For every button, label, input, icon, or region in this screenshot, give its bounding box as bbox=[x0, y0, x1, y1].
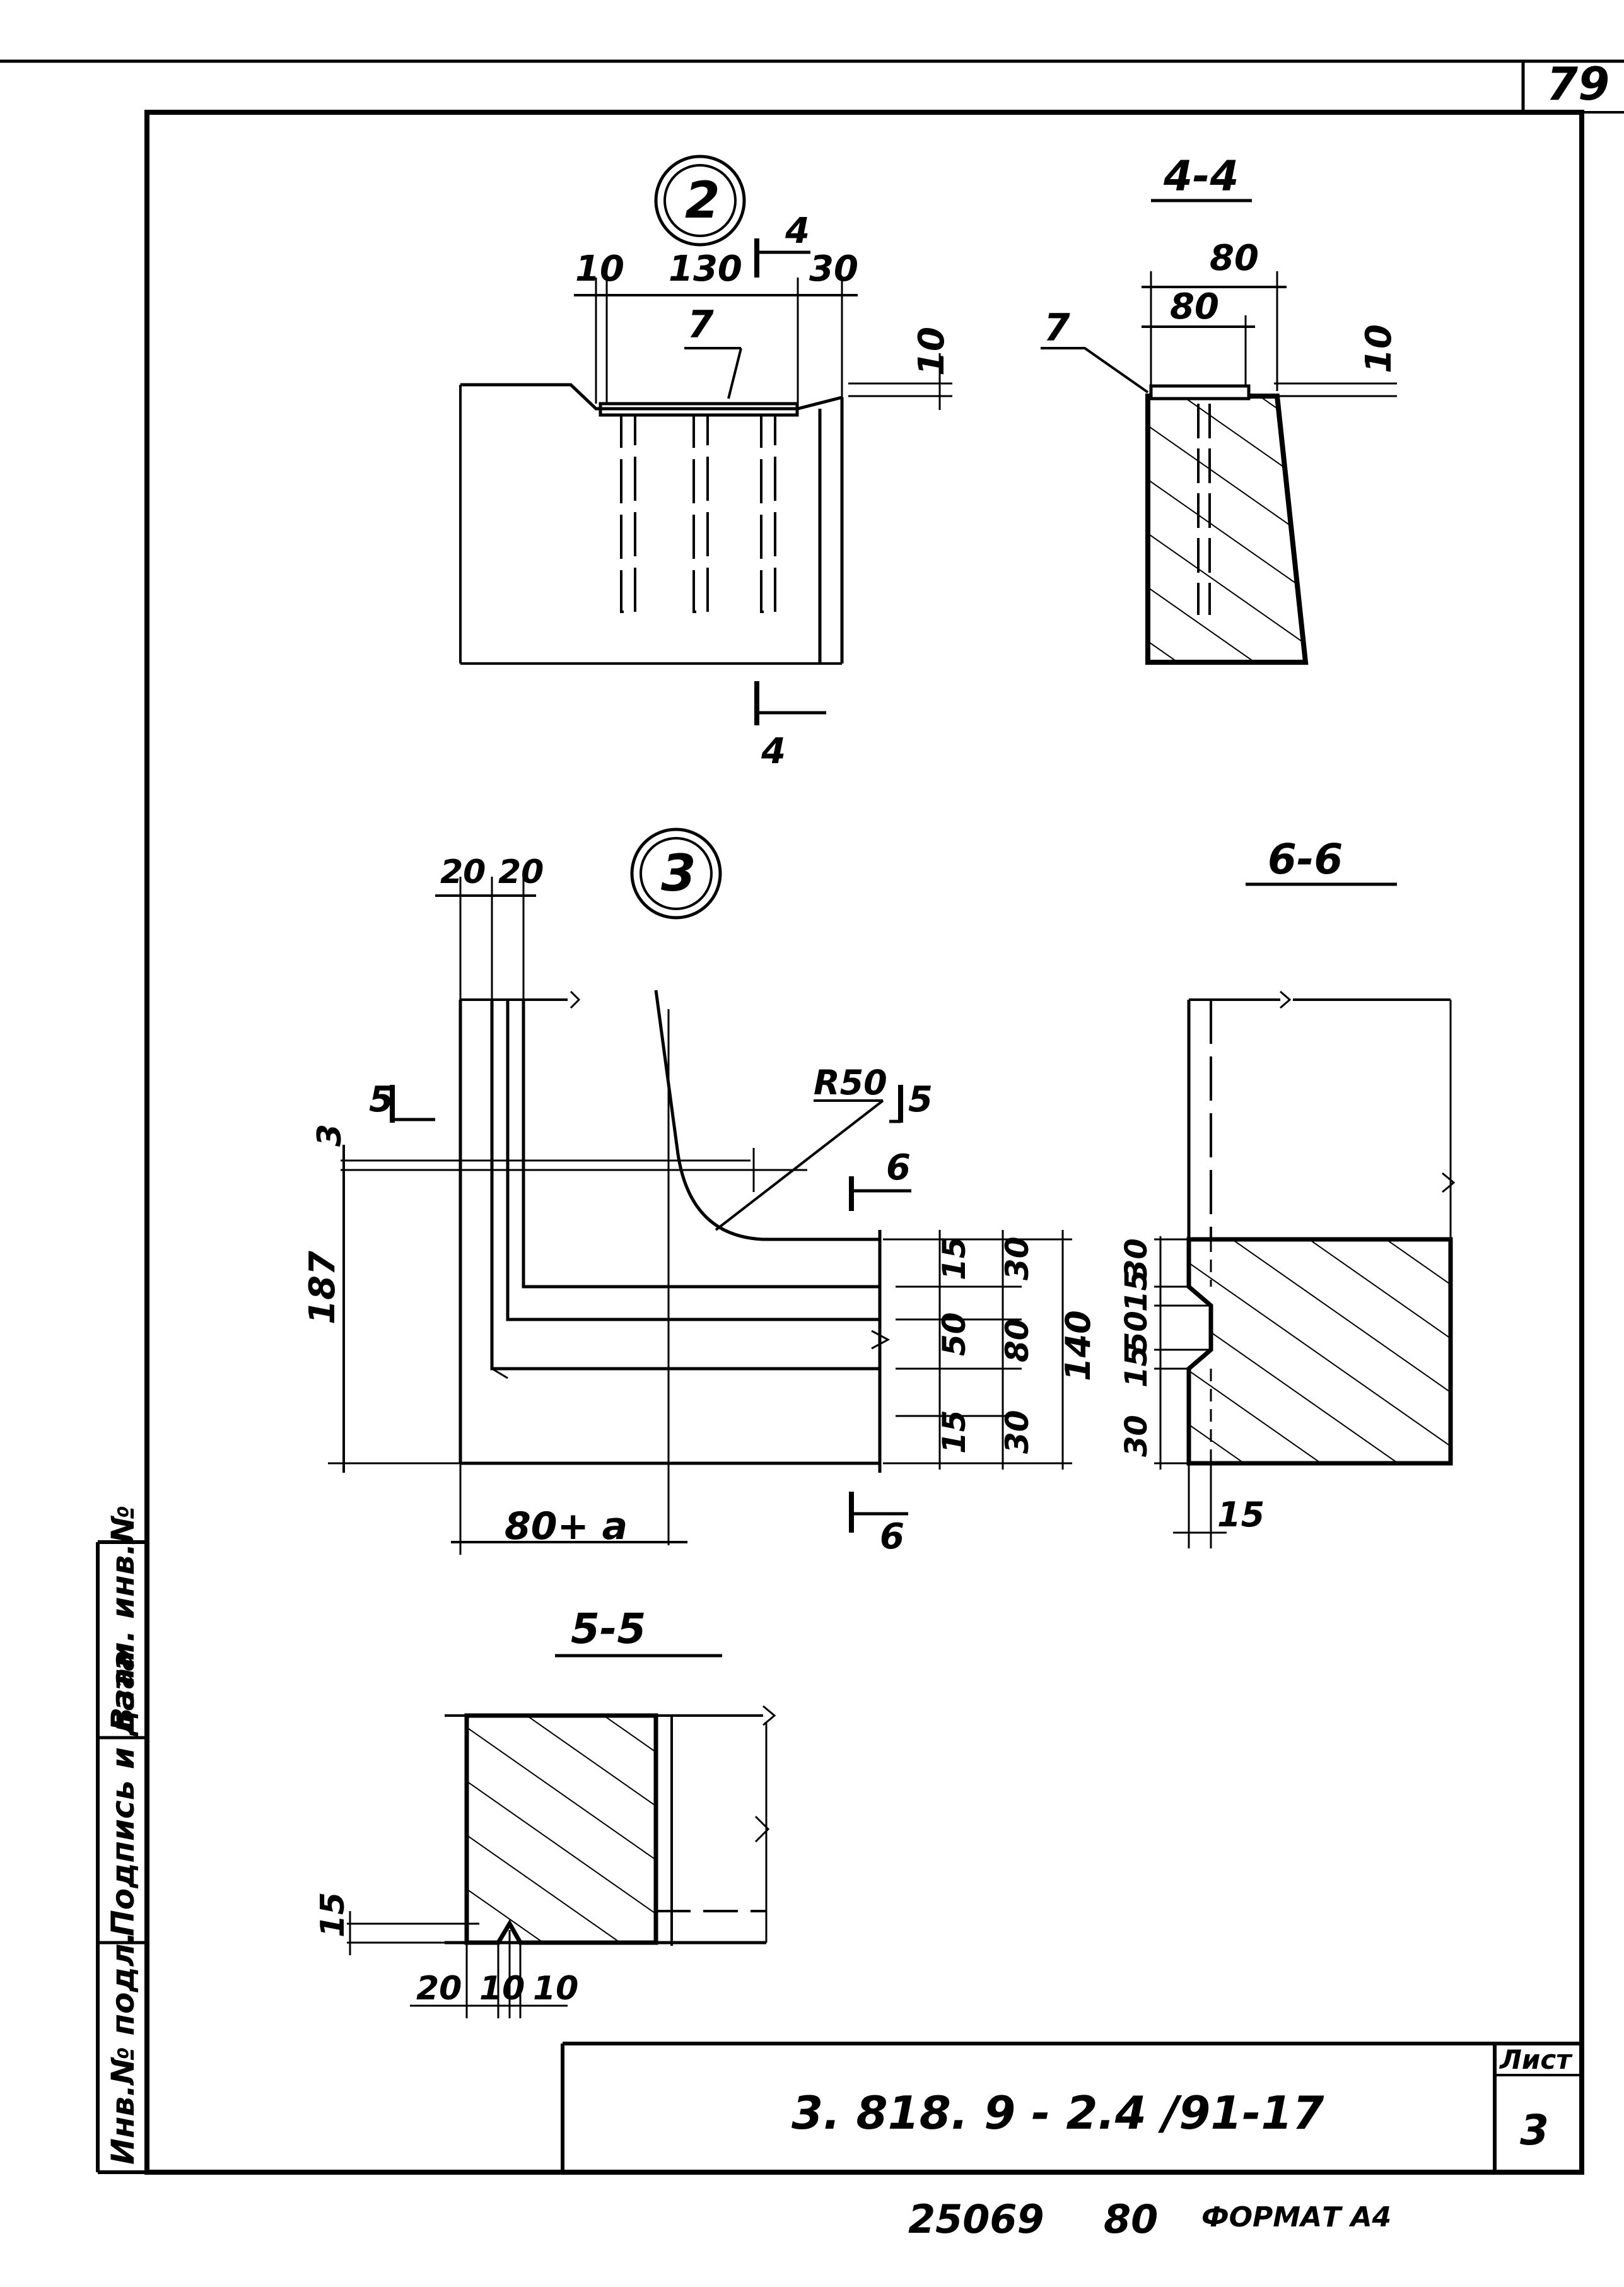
s44-embedded-plate bbox=[1149, 384, 1251, 401]
node3-fillet-curve bbox=[654, 990, 880, 1241]
sheet-number: 79 bbox=[1546, 57, 1609, 110]
callout-circle-inner bbox=[663, 164, 737, 237]
node3-dim-30-bottom: 30 bbox=[999, 1410, 1036, 1454]
section-6-6: 6-6 30 15 50 15 30 15 bbox=[1119, 835, 1456, 1548]
footer: 25069 80 ФОРМАТ А4 bbox=[908, 2196, 1391, 2242]
node2-section-mark-bottom: 4 bbox=[761, 731, 786, 772]
side-stamp-inv: Инв.№ подл. bbox=[105, 1932, 141, 2165]
node2-section-mark-top: 4 bbox=[785, 211, 810, 252]
node3-dim-3: 3 bbox=[311, 1124, 349, 1147]
s55-dim-20: 20 bbox=[416, 1970, 462, 2008]
s44-dim-10: 10 bbox=[1358, 324, 1399, 373]
s66-dim-15-top: 15 bbox=[1119, 1270, 1154, 1312]
s66-dim-30-top: 30 bbox=[1119, 1238, 1154, 1280]
s44-concrete bbox=[1145, 394, 1309, 665]
node2-dim-10-vertical: 10 bbox=[911, 327, 952, 376]
node3-dim-20-left: 20 bbox=[440, 853, 486, 891]
node3-dim-187: 187 bbox=[302, 1251, 343, 1325]
s55-dim-10-left: 10 bbox=[479, 1970, 525, 2008]
node3-dim-140: 140 bbox=[1058, 1310, 1098, 1381]
side-stamp-replacement: Взам. инв.№ bbox=[105, 1505, 141, 1731]
node3-dim-50: 50 bbox=[936, 1312, 973, 1356]
s66-dim-15: 15 bbox=[1217, 1495, 1265, 1535]
node3-section6-top: 6 bbox=[886, 1147, 911, 1188]
sheet-label: Лист bbox=[1498, 2044, 1573, 2075]
document-code: 3. 818. 9 - 2.4 /91-17 bbox=[792, 2086, 1324, 2139]
section-title-4-4: 4-4 bbox=[1163, 152, 1239, 201]
node2-dim-10: 10 bbox=[575, 249, 624, 290]
callout-circle-outer bbox=[654, 155, 746, 247]
s66-dim-30-bottom: 30 bbox=[1119, 1415, 1154, 1457]
callout-circle-outer-3 bbox=[630, 828, 722, 920]
s44-dim-80-outer: 80 bbox=[1210, 238, 1259, 279]
drawing-frame bbox=[96, 110, 1584, 2175]
s66-dim-15-bottom: 15 bbox=[1119, 1345, 1154, 1388]
footer-format: ФОРМАТ А4 bbox=[1201, 2201, 1391, 2233]
s55-concrete bbox=[464, 1713, 658, 1945]
node2-dim-30: 30 bbox=[809, 249, 858, 290]
node3-dim-15-bottom: 15 bbox=[936, 1410, 973, 1454]
section-title-5-5: 5-5 bbox=[571, 1605, 646, 1653]
node3-section6-bottom: 6 bbox=[880, 1516, 904, 1557]
callout-node-3: 3 bbox=[661, 844, 696, 903]
node2-dim-130: 130 bbox=[669, 249, 742, 290]
title-block: 3. 818. 9 - 2.4 /91-17 Лист 3 bbox=[561, 2042, 1582, 2172]
sheet-header: 79 bbox=[0, 57, 1624, 114]
node-2-view: 2 10 130 30 10 7 4 4 bbox=[459, 155, 952, 772]
s55-dim-10-right: 10 bbox=[533, 1970, 578, 2008]
node-3-view: 3 20 20 R50 5 5 6 bbox=[302, 828, 1098, 1557]
s44-position-7: 7 bbox=[1044, 306, 1070, 350]
node3-section5-right: 5 bbox=[908, 1079, 933, 1120]
section-title-6-6: 6-6 bbox=[1268, 835, 1343, 884]
node3-dim-80-plus-a: 80+ a bbox=[505, 1504, 628, 1548]
s66-concrete bbox=[1186, 1237, 1453, 1466]
footer-number: 25069 bbox=[908, 2196, 1044, 2242]
section-4-4: 4-4 80 80 10 7 bbox=[1041, 152, 1399, 665]
node2-position-7: 7 bbox=[687, 303, 714, 347]
node3-radius: R50 bbox=[814, 1063, 887, 1103]
s66-dim-50: 50 bbox=[1119, 1311, 1154, 1353]
node3-dim-15-top: 15 bbox=[936, 1236, 973, 1280]
node3-dim-80: 80 bbox=[999, 1318, 1036, 1362]
callout-node-2: 2 bbox=[685, 171, 720, 230]
footer-extra: 80 bbox=[1104, 2196, 1158, 2242]
sheet-value: 3 bbox=[1520, 2106, 1549, 2155]
node3-dim-30-top: 30 bbox=[999, 1236, 1036, 1280]
s44-dim-80-inner: 80 bbox=[1170, 286, 1219, 327]
section-5-5: 5-5 15 20 10 10 bbox=[314, 1605, 776, 2018]
s55-dim-15: 15 bbox=[314, 1892, 352, 1938]
callout-circle-inner-3 bbox=[640, 837, 713, 910]
node3-section5-left: 5 bbox=[369, 1079, 394, 1120]
side-stamp: Инв.№ подл. Подпись и дата Взам. инв.№ bbox=[105, 1505, 141, 2165]
side-stamp-signature: Подпись и дата bbox=[105, 1650, 141, 1936]
node3-dim-20-right: 20 bbox=[498, 853, 544, 891]
